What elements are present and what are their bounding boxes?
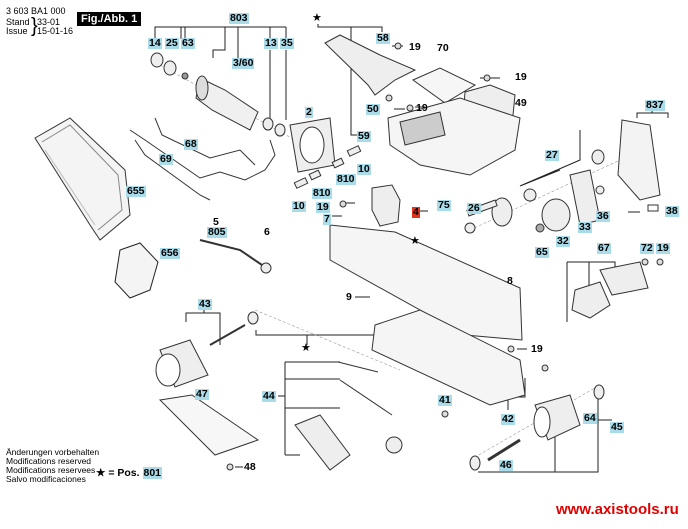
stand-label: Stand <box>6 17 30 27</box>
drive-roller-part <box>155 311 259 388</box>
small-plate-part <box>647 204 659 212</box>
part-label-19[interactable]: 19 <box>416 102 428 114</box>
part-label-45[interactable]: 45 <box>610 421 624 433</box>
part-label-46[interactable]: 46 <box>499 459 513 471</box>
part-label-47[interactable]: 47 <box>195 388 209 400</box>
part-label-25[interactable]: 25 <box>165 37 179 49</box>
part-label-5[interactable]: 5 <box>213 216 219 228</box>
part-label-19[interactable]: 19 <box>515 71 527 83</box>
star-icon: ★ <box>96 467 106 479</box>
part-label-27[interactable]: 27 <box>545 149 559 161</box>
carbon-brushes <box>293 145 362 189</box>
part-label-19[interactable]: 19 <box>531 343 543 355</box>
part-label-805[interactable]: 805 <box>207 226 227 238</box>
part-label-72[interactable]: 72 <box>640 242 654 254</box>
chute-part <box>294 361 403 471</box>
gear-train <box>464 149 605 234</box>
motor-housing-part <box>387 97 521 176</box>
note-line: Modifications reserved <box>6 456 92 466</box>
website-watermark[interactable]: www.axistools.ru <box>556 501 679 518</box>
part-label-75[interactable]: 75 <box>437 199 451 211</box>
part-label-58[interactable]: 58 <box>376 32 390 44</box>
part-label-41[interactable]: 41 <box>438 394 452 406</box>
note-line: Änderungen vorbehalten <box>6 447 100 457</box>
base-housing-part <box>329 224 526 406</box>
part-label-26[interactable]: 26 <box>467 202 481 214</box>
part-label-44[interactable]: 44 <box>262 390 276 402</box>
header-brace: } <box>31 15 38 37</box>
part-label-10[interactable]: 10 <box>357 163 371 175</box>
part-label-7[interactable]: 7 <box>323 213 331 225</box>
knob-part <box>571 261 649 319</box>
part-label-13[interactable]: 13 <box>264 37 278 49</box>
part-label-32[interactable]: 32 <box>556 235 570 247</box>
part-label-19[interactable]: 19 <box>316 201 330 213</box>
dust-box-part <box>34 117 131 241</box>
star-legend: ★ = Pos. 801 <box>96 467 163 479</box>
part-label-43[interactable]: 43 <box>198 298 212 310</box>
part-label-33[interactable]: 33 <box>578 221 592 233</box>
handle-part <box>324 34 417 96</box>
issue-label: Issue <box>6 26 28 36</box>
part-label-810[interactable]: 810 <box>312 187 332 199</box>
part-label-4-highlighted[interactable]: 4 <box>412 206 420 218</box>
armature-part <box>150 52 286 137</box>
part-label-64[interactable]: 64 <box>583 412 597 424</box>
note-line: Salvo modificaciones <box>6 474 86 484</box>
part-label-19[interactable]: 19 <box>409 41 421 53</box>
part-label-38[interactable]: 38 <box>665 205 679 217</box>
stand-value: 33-01 <box>37 17 61 27</box>
part-label-656[interactable]: 656 <box>160 247 180 259</box>
part-label-35[interactable]: 35 <box>280 37 294 49</box>
part-label-3-60[interactable]: 3/60 <box>232 57 255 69</box>
cable-part <box>199 239 272 274</box>
part-label-10[interactable]: 10 <box>292 200 306 212</box>
figure-label: Fig./Abb. 1 <box>77 12 142 26</box>
side-cover-part <box>617 119 661 201</box>
part-label-19[interactable]: 19 <box>656 242 670 254</box>
issue-value: 15-01-16 <box>37 26 74 36</box>
star-marker-top: ★ <box>312 12 322 24</box>
part-label-9[interactable]: 9 <box>346 291 352 303</box>
part-label-69[interactable]: 69 <box>159 153 173 165</box>
part-label-655[interactable]: 655 <box>126 185 146 197</box>
part-label-59[interactable]: 59 <box>357 130 371 142</box>
part-label-810[interactable]: 810 <box>336 173 356 185</box>
wire-springs <box>129 117 276 201</box>
part-label-837[interactable]: 837 <box>645 99 665 111</box>
legend-text: = Pos. <box>108 467 140 479</box>
field-coil-part <box>289 117 336 173</box>
modification-notes: Änderungen vorbehalten Modifications res… <box>6 448 99 484</box>
star-marker-lower: ★ <box>301 342 311 354</box>
part-label-70[interactable]: 70 <box>437 42 449 54</box>
part-label-36[interactable]: 36 <box>596 210 610 222</box>
star-marker-middle: ★ <box>410 235 420 247</box>
adapter-part <box>114 242 159 299</box>
part-label-68[interactable]: 68 <box>184 138 198 150</box>
part-label-8[interactable]: 8 <box>507 275 513 287</box>
note-line: Modifications reservees <box>6 465 96 475</box>
part-label-14[interactable]: 14 <box>148 37 162 49</box>
part-label-65[interactable]: 65 <box>535 246 549 258</box>
rear-roller-part <box>469 384 605 471</box>
cover-plate-part <box>412 67 477 104</box>
part-label-49[interactable]: 49 <box>515 97 527 109</box>
part-label-50[interactable]: 50 <box>366 103 380 115</box>
switch-part <box>371 184 401 227</box>
part-label-48[interactable]: 48 <box>244 461 256 473</box>
screws <box>226 42 664 471</box>
part-label-63[interactable]: 63 <box>181 37 195 49</box>
part-label-803[interactable]: 803 <box>229 12 249 24</box>
part-label-6[interactable]: 6 <box>264 226 270 238</box>
part-label-2[interactable]: 2 <box>305 106 313 118</box>
document-number: 3 603 BA1 000 <box>6 6 66 16</box>
legend-position-number: 801 <box>142 467 163 479</box>
part-label-42[interactable]: 42 <box>501 413 515 425</box>
part-label-67[interactable]: 67 <box>597 242 611 254</box>
sole-plate-part <box>158 394 260 456</box>
